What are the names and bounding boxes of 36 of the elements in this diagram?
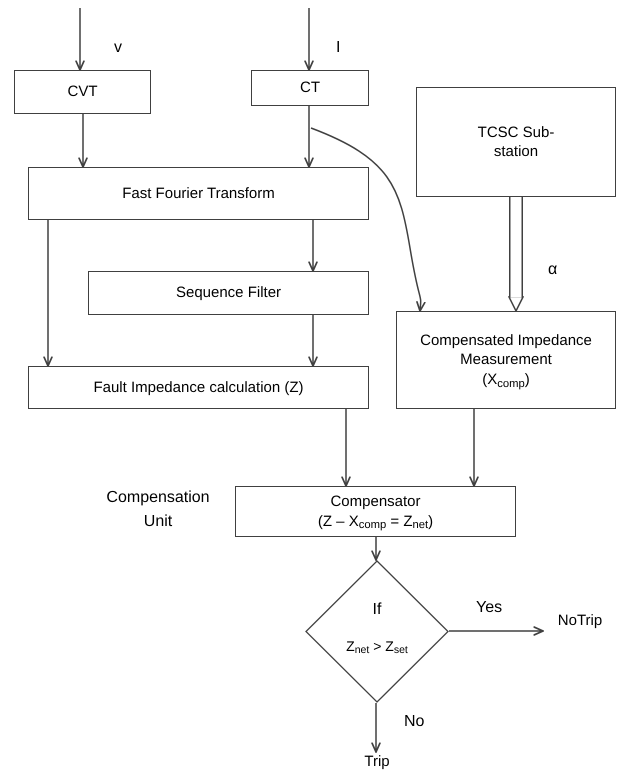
unit-label: Compensation Unit <box>105 488 211 532</box>
process-box <box>28 167 369 220</box>
process-box <box>14 70 151 114</box>
outcome-label: Trip <box>364 752 390 771</box>
arrow <box>304 8 314 71</box>
arrow <box>310 127 426 312</box>
box-label: Fault Impedance calculation (Z) <box>93 378 304 398</box>
arrow <box>74 8 86 71</box>
box-label: TCSC Sub-station <box>476 122 556 162</box>
process-box <box>251 70 369 106</box>
arrow <box>468 409 480 487</box>
condition-text: Z$_{net}$ > Z$_{set}$ <box>346 636 408 655</box>
arrow <box>42 220 54 367</box>
arrow <box>78 114 88 168</box>
arrow <box>308 315 318 367</box>
process-box <box>416 87 616 197</box>
box-sublabel: (X$_{comp}$) <box>482 370 530 390</box>
box-sublabel: (Z – X$_{comp}$ = Z$_{net}$) <box>318 512 434 531</box>
arrow <box>370 703 382 753</box>
arrow <box>340 409 352 487</box>
arrow <box>449 626 544 636</box>
condition-heading: If <box>372 600 382 620</box>
outcome-label: NoTrip <box>558 611 602 631</box>
block-arrow <box>508 197 524 312</box>
box-label: Sequence Filter <box>176 283 282 303</box>
box-label: Compensator <box>330 492 421 512</box>
box-label: CVT <box>68 82 98 102</box>
process-box <box>88 271 369 315</box>
arrow <box>370 537 382 561</box>
arrow <box>308 220 318 272</box>
box-label: Fast Fourier Transform <box>122 184 275 204</box>
box-label: CT <box>300 78 320 98</box>
arrow <box>304 106 314 168</box>
process-box <box>28 366 369 409</box>
box-label: Compensated Impedance Measurement <box>419 330 593 370</box>
process-box <box>396 311 616 409</box>
